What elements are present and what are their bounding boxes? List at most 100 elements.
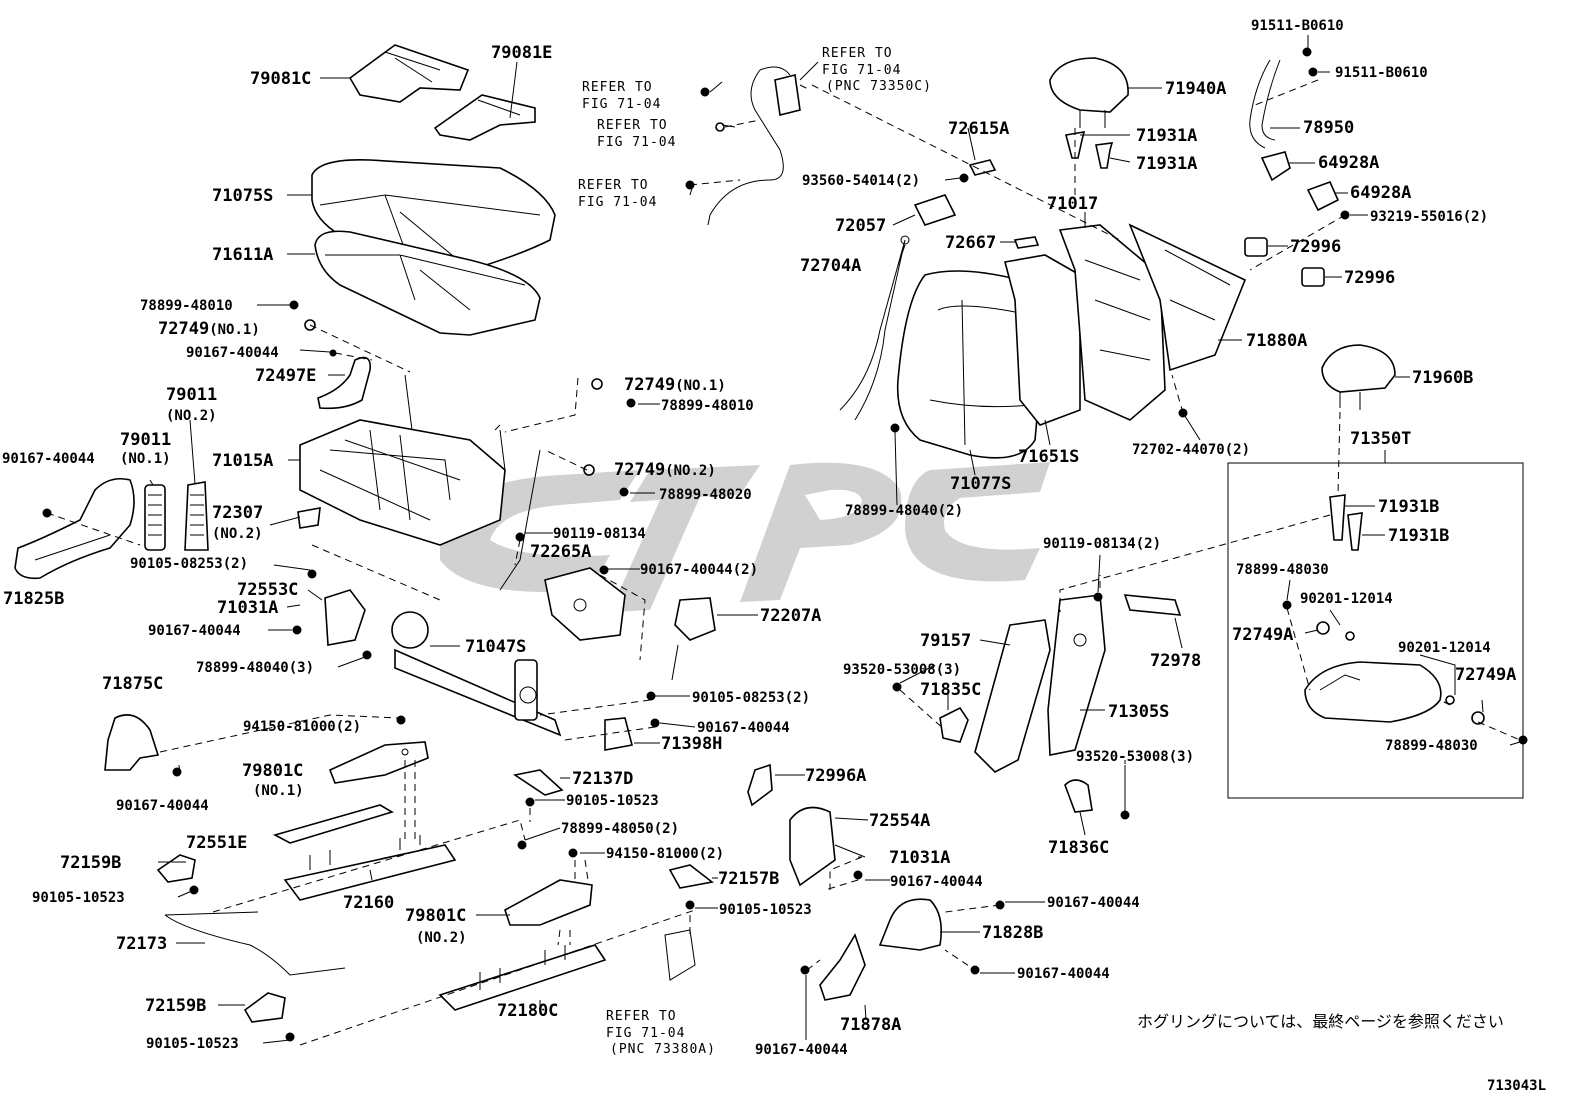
label-71015a[interactable]: 71015A — [212, 451, 273, 471]
label-90105-10523-d[interactable]: 90105-10523 — [146, 1036, 239, 1052]
lever-79011-no1[interactable] — [144, 484, 166, 551]
label-94150-81000-b[interactable]: 94150-81000(2) — [606, 846, 724, 862]
label-78899-48030-b[interactable]: 78899-48030 — [1385, 738, 1478, 754]
label-71878a[interactable]: 71878A — [840, 1015, 901, 1035]
bracket-72996a[interactable] — [747, 763, 773, 807]
side-cover-79157[interactable] — [974, 619, 1051, 773]
label-78899-48010-b[interactable]: 78899-48010 — [661, 398, 754, 414]
label-79081c[interactable]: 79081C — [250, 69, 311, 89]
label-90167-40044-2[interactable]: 90167-40044(2) — [640, 562, 758, 578]
label-72207a[interactable]: 72207A — [760, 606, 821, 626]
label-79801c-no2[interactable]: 79801C — [405, 906, 466, 926]
label-90167-40044-b[interactable]: 90167-40044 — [2, 451, 95, 467]
label-79157[interactable]: 79157 — [920, 631, 971, 651]
label-72180c[interactable]: 72180C — [497, 1001, 558, 1021]
label-90167-40044-a[interactable]: 90167-40044 — [186, 345, 279, 361]
seat-cushion-pad-71611a[interactable] — [314, 230, 541, 336]
label-72551e[interactable]: 72551E — [186, 833, 247, 853]
label-90167-40044-d[interactable]: 90167-40044 — [697, 720, 790, 736]
cable-72704a[interactable] — [839, 235, 910, 421]
label-71398h[interactable]: 71398H — [661, 734, 722, 754]
label-78899-48020[interactable]: 78899-48020 — [659, 487, 752, 503]
seat-belt-assembly[interactable] — [707, 66, 801, 226]
label-72159b-a[interactable]: 72159B — [60, 853, 121, 873]
seatback-cover-71077s[interactable] — [896, 270, 1046, 459]
label-90201-12014-b[interactable]: 90201-12014 — [1398, 640, 1491, 656]
label-71017[interactable]: 71017 — [1047, 194, 1098, 214]
bracket-71398h[interactable] — [604, 717, 633, 751]
label-71836c[interactable]: 71836C — [1048, 838, 1109, 858]
label-72996a[interactable]: 72996A — [805, 766, 866, 786]
label-72749a-b[interactable]: 72749A — [1455, 665, 1516, 685]
label-71825b[interactable]: 71825B — [3, 589, 64, 609]
label-90167-40044-g[interactable]: 90167-40044 — [1047, 895, 1140, 911]
label-71931a-a[interactable]: 71931A — [1136, 126, 1197, 146]
label-72704a[interactable]: 72704A — [800, 256, 861, 276]
label-93520-53008-a[interactable]: 93520-53008(3) — [843, 662, 961, 678]
headrest-71960b[interactable] — [1321, 344, 1396, 410]
label-71077s[interactable]: 71077S — [950, 474, 1011, 494]
label-91511-b0610-a[interactable]: 91511-B0610 — [1251, 18, 1344, 34]
seat-track-72160[interactable] — [283, 835, 457, 901]
label-72749-no1-a[interactable]: 72749 — [158, 319, 209, 339]
label-72173[interactable]: 72173 — [116, 934, 167, 954]
bracket-72553c[interactable] — [324, 589, 366, 646]
side-cover-71825b[interactable] — [14, 477, 135, 580]
label-72307[interactable]: 72307 — [212, 503, 263, 523]
label-90105-10523-b[interactable]: 90105-10523 — [32, 890, 125, 906]
trim-72057[interactable] — [913, 194, 957, 226]
label-78899-48010-a[interactable]: 78899-48010 — [140, 298, 233, 314]
adjuster-72207a[interactable] — [671, 597, 716, 681]
label-90167-40044-f[interactable]: 90167-40044 — [890, 874, 983, 890]
label-79011-no1[interactable]: 79011 — [120, 430, 171, 450]
label-71828b[interactable]: 71828B — [982, 923, 1043, 943]
cover-71878a[interactable] — [819, 933, 866, 1001]
track-cover-79801c-no2[interactable] — [504, 879, 593, 926]
label-71960b[interactable]: 71960B — [1412, 368, 1473, 388]
armrest-71350t[interactable] — [1304, 661, 1442, 723]
label-72667[interactable]: 72667 — [945, 233, 996, 253]
label-72996-a[interactable]: 72996 — [1290, 237, 1341, 257]
wire-72173[interactable] — [164, 911, 346, 976]
label-78899-48040-2[interactable]: 78899-48040(2) — [845, 503, 963, 519]
label-90105-08253-b[interactable]: 90105-08253(2) — [692, 690, 810, 706]
label-79081e[interactable]: 79081E — [491, 43, 552, 63]
trim-78950[interactable] — [1249, 59, 1281, 149]
label-93219-55016[interactable]: 93219-55016(2) — [1370, 209, 1488, 225]
bracket-72157b[interactable] — [668, 864, 714, 889]
label-71031a-a[interactable]: 71031A — [217, 598, 278, 618]
label-72265a[interactable]: 72265A — [530, 542, 591, 562]
label-71880a[interactable]: 71880A — [1246, 331, 1307, 351]
label-72553c[interactable]: 72553C — [237, 580, 298, 600]
label-72978[interactable]: 72978 — [1150, 651, 1201, 671]
switch-72996-a[interactable] — [1244, 237, 1268, 257]
label-78899-48030-a[interactable]: 78899-48030 — [1236, 562, 1329, 578]
bracket-72497e[interactable] — [317, 356, 372, 410]
recliner-adjuster-71047s[interactable] — [391, 611, 562, 737]
label-93560-54014[interactable]: 93560-54014(2) — [802, 173, 920, 189]
label-71875c[interactable]: 71875C — [102, 674, 163, 694]
label-71075s[interactable]: 71075S — [212, 186, 273, 206]
clip-72667[interactable] — [1013, 236, 1040, 249]
guide-71931b-b[interactable] — [1347, 512, 1363, 551]
seatback-frame-71017[interactable] — [1058, 224, 1166, 421]
label-72749-no1-b[interactable]: 72749 — [624, 375, 675, 395]
label-90119-08134[interactable]: 90119-08134 — [553, 526, 646, 542]
label-79011-no2[interactable]: 79011 — [166, 385, 217, 405]
label-94150-81000-a[interactable]: 94150-81000(2) — [243, 719, 361, 735]
trim-72978[interactable] — [1123, 594, 1182, 616]
label-64928a-b[interactable]: 64928A — [1350, 183, 1411, 203]
label-90105-10523-c[interactable]: 90105-10523 — [719, 902, 812, 918]
bracket-72265a[interactable] — [544, 567, 626, 641]
bracket-72307-no2[interactable] — [297, 507, 321, 529]
side-frame-71305s[interactable] — [1047, 594, 1106, 756]
label-78899-48050[interactable]: 78899-48050(2) — [561, 821, 679, 837]
label-78899-48040-3[interactable]: 78899-48040(3) — [196, 660, 314, 676]
lever-79011-no2[interactable] — [184, 481, 209, 551]
label-90201-12014-a[interactable]: 90201-12014 — [1300, 591, 1393, 607]
cushion-cover-79081c[interactable] — [348, 44, 470, 103]
cushion-cover-79081e[interactable] — [433, 94, 536, 141]
track-cover-79801c-no1[interactable] — [328, 741, 429, 784]
label-71931b-b[interactable]: 71931B — [1388, 526, 1449, 546]
bracket-72615a[interactable] — [968, 159, 997, 176]
